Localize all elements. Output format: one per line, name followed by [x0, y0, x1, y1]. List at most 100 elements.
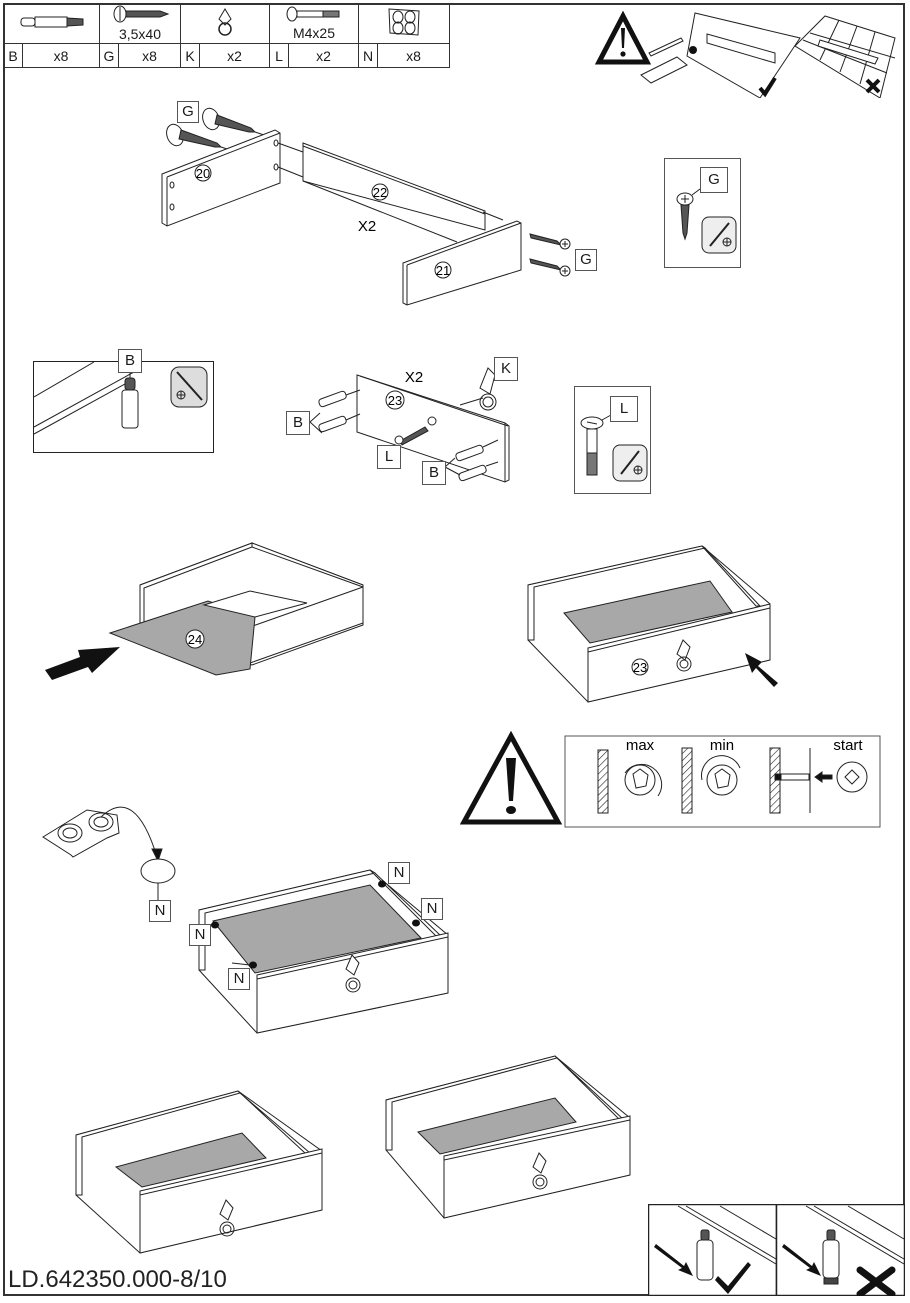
arrow-icon — [782, 1244, 821, 1276]
drop-ring-handle-icon — [345, 954, 361, 993]
step3-front-attach-illustration: 23 — [527, 545, 778, 703]
multiplier-x2: X2 — [358, 218, 376, 235]
bumper-dots — [211, 880, 420, 969]
cardboard-sheet-icon — [686, 12, 801, 98]
surface-warning-illustration — [595, 10, 896, 98]
label-g: G — [700, 167, 728, 193]
finished-drawer-2 — [385, 1055, 631, 1219]
parts-table: 3,5x40 M4x25 B x8 G x8 K x2 L x2 N x8 — [3, 3, 450, 68]
bottom-panel — [563, 580, 733, 644]
part-g-spec: 3,5x40 — [118, 26, 162, 42]
arrow-icon — [654, 1244, 693, 1276]
page-frame — [3, 3, 905, 1296]
drop-ring-handle-icon — [219, 1199, 235, 1237]
screwdriver-icon — [701, 216, 737, 254]
tiled-floor-icon — [794, 15, 896, 98]
label-g: G — [177, 101, 199, 123]
panel-21 — [402, 220, 522, 306]
part-qty: x8 — [118, 43, 181, 68]
wood-screw-icon — [529, 233, 571, 250]
cam-max-label: max — [626, 737, 655, 754]
machine-bolt-icon — [286, 6, 340, 22]
panel-20 — [161, 129, 281, 227]
part-qty: x8 — [22, 43, 100, 68]
panel-22 — [302, 142, 486, 231]
cam-min-diagram — [681, 747, 741, 814]
bumper-pad-icon — [140, 858, 176, 884]
label-n: N — [421, 898, 443, 920]
finished-drawer-1 — [75, 1090, 323, 1254]
front-panel — [139, 1148, 323, 1254]
part-letter: G — [99, 43, 119, 68]
screwdriver-icon — [170, 366, 208, 408]
bottom-panel — [212, 884, 422, 974]
step2-illustration: 23 X2 — [309, 367, 510, 483]
part-qty: x2 — [288, 43, 359, 68]
part-number-23: 23 — [633, 660, 647, 675]
part-number-21: 21 — [436, 263, 450, 278]
part-letter: N — [358, 43, 378, 68]
wood-screw-icon — [166, 123, 223, 148]
check-icon — [758, 76, 777, 98]
cam-start-diagram — [769, 747, 868, 814]
part-number-23: 23 — [388, 393, 402, 408]
step4-bumpers-illustration — [42, 806, 449, 1034]
cross-icon — [865, 78, 881, 94]
wood-screw-icon — [113, 5, 170, 23]
bolt-l-callout — [574, 386, 651, 494]
wood-screw-icon — [202, 107, 257, 133]
dowel-icon — [121, 370, 139, 429]
bottom-panel-24 — [108, 600, 256, 676]
step3-bottom-insert-illustration: 24 — [45, 542, 364, 680]
label-l: L — [377, 445, 401, 469]
part-letter: B — [3, 43, 23, 68]
dowel-detail-box — [33, 361, 214, 453]
dowel-icon — [822, 1229, 840, 1285]
label-k: K — [494, 357, 518, 381]
bumper-pads-icon — [388, 8, 420, 36]
drop-ring-handle-icon — [532, 1152, 548, 1190]
document-code: LD.642350.000-8/10 — [8, 1266, 227, 1293]
cam-max-diagram — [597, 749, 663, 814]
part-number-24: 24 — [188, 632, 202, 647]
part-qty: x2 — [199, 43, 270, 68]
drop-ring-handle-icon — [676, 639, 692, 672]
label-b: B — [118, 349, 142, 373]
machine-bolt-icon — [394, 416, 437, 446]
label-n: N — [228, 968, 250, 990]
label-n: N — [388, 862, 410, 884]
part-number-20: 20 — [196, 166, 210, 181]
cam-min-label: min — [710, 737, 734, 754]
cross-icon — [856, 1266, 896, 1296]
cam-start-label: start — [833, 737, 863, 754]
label-n: N — [149, 900, 171, 922]
part-qty: x8 — [377, 43, 450, 68]
part-n-image — [358, 3, 450, 44]
part-b-image — [3, 3, 100, 44]
bottom-panel — [417, 1097, 577, 1155]
dowel-icon — [696, 1229, 714, 1281]
step1-illustration: 20 22 21 X2 — [161, 107, 571, 306]
machine-bolt-icon — [580, 414, 612, 476]
label-n: N — [189, 924, 211, 946]
drop-ring-handle-icon — [218, 8, 232, 36]
part-k-image — [180, 3, 270, 44]
check-icon — [715, 1262, 751, 1294]
screw-g-callout — [664, 158, 741, 268]
label-b: B — [422, 461, 446, 485]
dowel-icon — [20, 16, 83, 28]
label-l: L — [610, 396, 638, 422]
part-letter: K — [180, 43, 200, 68]
box-lid-icon — [640, 37, 688, 84]
dowel-depth-illustration — [648, 1204, 905, 1296]
label-g: G — [575, 249, 597, 271]
screwdriver-icon — [612, 444, 648, 482]
part-number-22: 22 — [373, 185, 387, 200]
arrow-left-icon — [745, 653, 778, 687]
part-l-spec: M4x25 — [292, 25, 336, 41]
arrow-right-icon — [45, 647, 120, 680]
drop-ring-handle-icon — [479, 367, 497, 411]
multiplier-x2: X2 — [405, 369, 423, 386]
cam-lock-warning-illustration: max min start — [460, 730, 881, 828]
part-g-image: 3,5x40 — [99, 3, 181, 44]
